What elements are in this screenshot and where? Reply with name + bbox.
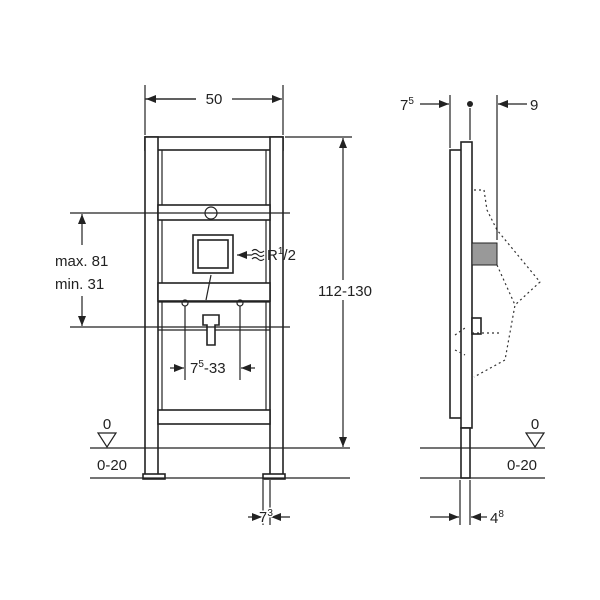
- level-zero-label: 0: [103, 416, 111, 433]
- width-dimension: 50: [206, 91, 223, 108]
- height-dimension: 112-130: [318, 283, 372, 300]
- level-marker-icon: [96, 432, 118, 449]
- side-level-zero-label: 0: [531, 416, 539, 433]
- frame: [142, 136, 286, 480]
- connection-size-label: R1/2: [267, 246, 296, 264]
- spacing-dimension: 75-33: [190, 359, 226, 377]
- reference-point-icon: [467, 101, 473, 107]
- offset-dimension: 9: [530, 97, 538, 114]
- floor-thickness-label: 0-20: [97, 457, 127, 474]
- side-floor-thickness-label: 0-20: [507, 457, 537, 474]
- side-view: 75 9 0 0-20 48: [400, 95, 546, 527]
- foot-offset-label: 73: [259, 508, 273, 526]
- side-foot-offset-label: 48: [490, 509, 504, 527]
- depth-dimension: 75: [400, 96, 414, 114]
- max-height-label: max. 81: [55, 253, 108, 270]
- front-view: 50 112-130 max. 81 min. 31 R1/2 75-33 0 …: [55, 85, 372, 528]
- min-height-label: min. 31: [55, 276, 104, 293]
- side-level-marker-icon: [524, 432, 546, 449]
